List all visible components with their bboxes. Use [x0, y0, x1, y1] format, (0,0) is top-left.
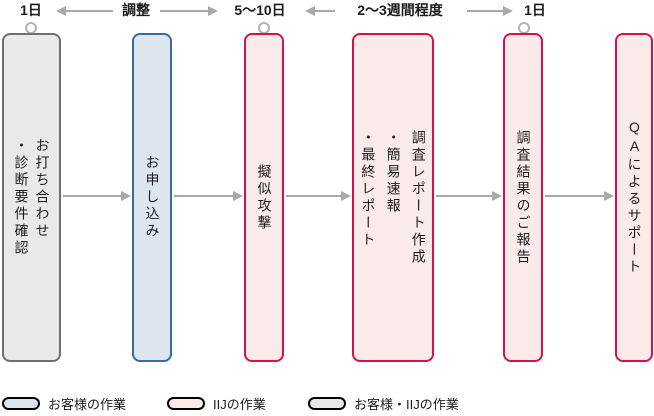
legend-label-customer: お客様の作業: [48, 396, 127, 412]
step-label-qa-rest: によるサポート: [626, 157, 643, 276]
arrow-shaft: [315, 10, 335, 12]
flow-arrow-icon: [63, 190, 131, 202]
flow-arrow-icon: [545, 190, 614, 202]
step-label-application: お申し込み: [144, 155, 161, 240]
arrow-shaft: [436, 195, 492, 197]
step-box-meeting: お打ち合わせ ・診断要件確認: [2, 33, 61, 362]
arrow-shaft: [286, 195, 341, 197]
arrow-shaft: [160, 10, 208, 12]
arrow-left-icon: [56, 5, 113, 17]
legend-item-joint: お客様・IIJの作業: [308, 395, 459, 412]
arrowhead-right-icon: [503, 6, 513, 16]
arrow-right-icon: [467, 5, 513, 17]
arrow-shaft: [66, 10, 113, 12]
legend-swatch-joint: [308, 396, 346, 410]
legend-swatch-customer: [2, 396, 40, 410]
arrowhead-left-icon: [56, 6, 66, 16]
legend-swatch-iij: [167, 396, 205, 410]
step-box-simulated-attack: 擬似攻撃: [244, 33, 284, 362]
step-box-result-briefing: 調査結果のご報告: [503, 33, 543, 362]
legend-label-joint: お客様・IIJの作業: [354, 396, 459, 412]
arrow-shaft: [467, 10, 503, 12]
arrow-left-icon: [305, 5, 335, 17]
arrow-shaft: [63, 195, 121, 197]
arrowhead-right-icon: [121, 191, 131, 201]
step-label-qa-support: QAによるサポート: [624, 119, 645, 276]
arrowhead-left-icon: [305, 6, 315, 16]
duration-label-5-10-days: 5〜10日: [234, 2, 286, 18]
step-box-report-creation: 調査レポート作成 ・簡易速報 ・最終レポート: [352, 33, 434, 362]
arrow-shaft: [174, 195, 233, 197]
arrowhead-right-icon: [233, 191, 243, 201]
step-label-simulated-attack: 擬似攻撃: [256, 163, 273, 232]
legend-label-iij: IIJの作業: [213, 396, 266, 412]
step-label-report-creation: 調査レポート作成 ・簡易速報 ・最終レポート: [360, 129, 427, 266]
duration-label-1: 1日: [20, 2, 42, 18]
duration-label-2-3-weeks: 2〜3週間程度: [357, 2, 443, 18]
step-label-result-briefing: 調査結果のご報告: [515, 129, 532, 266]
arrow-right-icon: [160, 5, 218, 17]
legend-item-iij: IIJの作業: [167, 395, 266, 412]
arrow-shaft: [545, 195, 604, 197]
arrowhead-right-icon: [208, 6, 218, 16]
legend-item-customer: お客様の作業: [2, 395, 127, 412]
step-label-meeting: お打ち合わせ ・診断要件確認: [13, 138, 51, 257]
duration-label-1-day-2: 1日: [524, 2, 546, 18]
flow-arrow-icon: [436, 190, 502, 202]
step-label-qa-latin: QA: [626, 119, 643, 157]
step-box-application: お申し込み: [132, 33, 172, 362]
arrowhead-right-icon: [604, 191, 614, 201]
step-box-qa-support: QAによるサポート: [615, 33, 653, 362]
arrowhead-right-icon: [492, 191, 502, 201]
flow-arrow-icon: [286, 190, 351, 202]
flow-arrow-icon: [174, 190, 243, 202]
duration-label-adjustment: 調整: [122, 2, 150, 18]
arrowhead-right-icon: [341, 191, 351, 201]
